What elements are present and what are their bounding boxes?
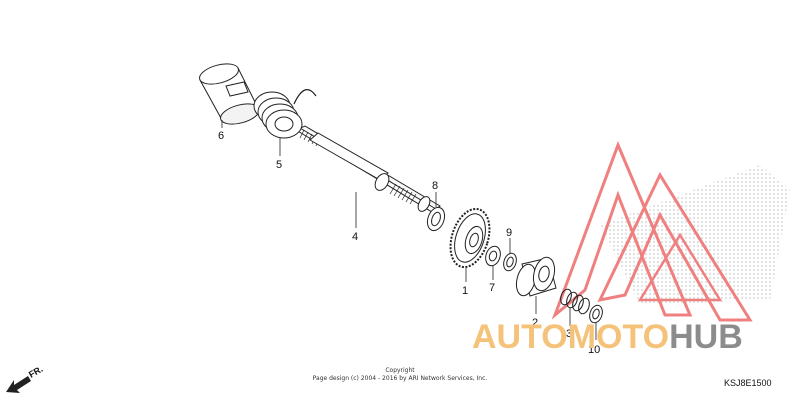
washer-10 xyxy=(589,304,603,324)
arrow-icon xyxy=(6,376,31,393)
diagram-code: KSJ8E1500 xyxy=(724,378,772,388)
copyright-text: Page design (c) 2004 - 2016 by ARI Netwo… xyxy=(313,375,488,382)
part-label-8: 8 xyxy=(432,180,438,192)
circlip-9 xyxy=(503,252,517,272)
kick-starter-gear xyxy=(449,207,491,269)
part-label-9: 9 xyxy=(506,227,512,239)
copyright-title: Copyright xyxy=(385,367,415,374)
part-label-10: 10 xyxy=(588,344,600,356)
front-direction-arrow: FR. xyxy=(6,364,45,393)
watermark-text: AUTOMOTOHUB xyxy=(472,318,743,356)
part-label-7: 7 xyxy=(489,282,495,294)
washer-7 xyxy=(485,245,501,267)
part-label-4: 4 xyxy=(352,231,358,243)
kickstarter-spindle xyxy=(294,125,441,213)
watermark-triangle-small xyxy=(637,232,723,302)
ratchet-2 xyxy=(515,256,557,297)
spindle-collar xyxy=(374,173,390,191)
watermark-triangle-inner xyxy=(597,171,753,322)
watermark-logo xyxy=(551,140,790,322)
watermark-word-1: AUTOMOTOHUB xyxy=(472,318,743,356)
spindle-splines-right xyxy=(389,183,417,205)
part-label-2: 2 xyxy=(532,317,538,329)
part-label-6: 6 xyxy=(218,130,224,142)
ratchet-spring-3 xyxy=(560,288,590,315)
part-label-5: 5 xyxy=(276,159,282,171)
leader-lines xyxy=(221,120,597,340)
fr-label: FR. xyxy=(27,364,45,380)
part-label-1: 1 xyxy=(462,285,468,297)
part-label-3: 3 xyxy=(566,328,572,340)
watermark-triangle-outer xyxy=(551,140,693,320)
kick-sleeve xyxy=(199,63,260,125)
kick-spring xyxy=(253,89,317,139)
washer-8 xyxy=(426,206,446,232)
